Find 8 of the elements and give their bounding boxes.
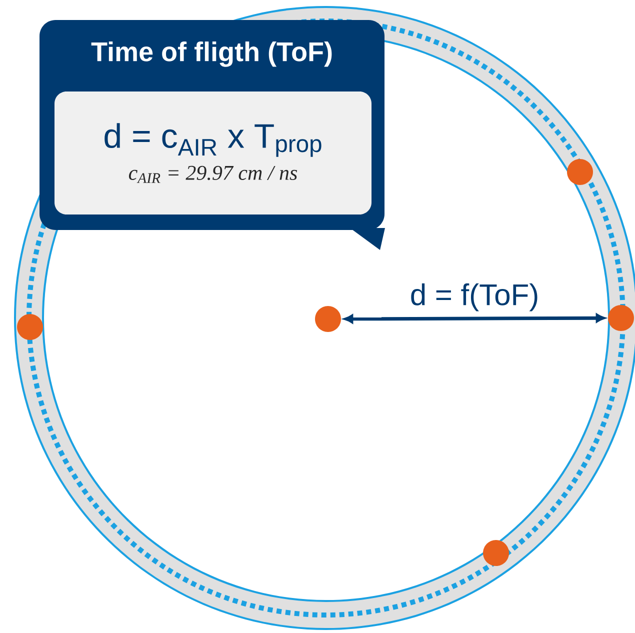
dot xyxy=(315,306,341,332)
edge-label: d = f(ToF) xyxy=(411,283,538,312)
formula-box: d = c$_{AIR}$ x T$_{prop}$ c$_{AIR}$ = 29.97 cm / ns xyxy=(54,92,372,214)
dot xyxy=(17,314,43,340)
dot xyxy=(567,159,593,185)
double-arrow xyxy=(344,314,605,324)
dot xyxy=(608,305,634,331)
dot xyxy=(483,540,509,566)
